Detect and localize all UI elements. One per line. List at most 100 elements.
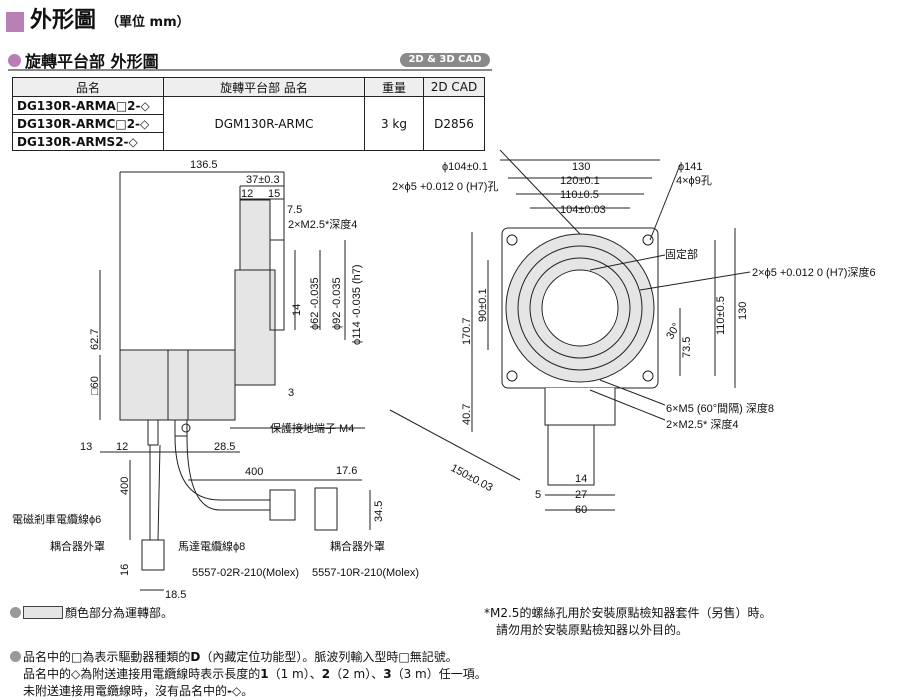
dim-text: 73.5: [681, 337, 693, 358]
turntable-bore: [541, 269, 619, 347]
model-name: DG130R-ARMA□2-◇: [12, 96, 164, 115]
dim-text: 13: [80, 441, 92, 453]
dim-text: 136.5: [190, 159, 218, 171]
footnote-line: 品名中的□為表示驅動器種類的D（內藏定位功能型）。脈波列輸入型時□無記號。: [10, 649, 487, 666]
dim-text: 130: [572, 161, 590, 173]
label-text: 耦合器外罩: [50, 539, 105, 553]
motor-cable-stub: [174, 419, 188, 437]
dim-text: 120±0.1: [560, 175, 600, 187]
dim-text: 90±0.1: [477, 288, 489, 322]
dim-text: 5: [535, 489, 541, 501]
dim-text: 2×ϕ5 +0.012 0 (H7)孔: [392, 180, 498, 193]
brake-cable: [149, 444, 161, 541]
mount-hole: [506, 234, 518, 246]
leader-line: [589, 254, 666, 271]
cad-value[interactable]: D2856: [423, 96, 485, 151]
cad-badge[interactable]: 2D & 3D CAD: [400, 53, 490, 67]
dim-text: 6×M5 (60°間隔) 深度8: [666, 401, 774, 415]
mount-hole: [642, 234, 654, 246]
dim-text: ϕ141: [678, 161, 703, 173]
leader-line: [639, 271, 751, 291]
motor-connector: [269, 489, 296, 521]
color-note-text: 顏色部分為運轉部。: [65, 606, 174, 620]
dim-text: 2×M2.5*深度4: [288, 217, 357, 231]
dim-text: 7.5: [287, 204, 302, 216]
label-text: 5557-10R-210(Molex): [312, 567, 419, 579]
dim-text: 40.7: [461, 404, 473, 425]
dim-text: ϕ104±0.1: [442, 161, 488, 173]
leader-line: [499, 149, 581, 235]
ground-terminal: [181, 423, 191, 433]
motor-cable: [174, 435, 270, 501]
table-top: [239, 199, 271, 271]
dim-text: 2×ϕ5 +0.012 0 (H7)深度6: [752, 265, 876, 279]
dim-text: 60: [575, 504, 587, 516]
label-text: 馬達電纜線ϕ8: [178, 539, 245, 553]
dim-text: 150±0.03: [449, 462, 495, 494]
mount-hole: [506, 370, 518, 382]
dim-text: 18.5: [165, 589, 186, 601]
dim-line: [389, 409, 521, 481]
page-header: 外形圖 （單位 mm）: [6, 6, 190, 32]
weight-value: 3 kg: [364, 96, 424, 151]
turntable-ring: [529, 257, 631, 359]
dim-text: 104±0.03: [560, 204, 606, 216]
th-model: 品名: [12, 77, 164, 97]
motor-body: [119, 349, 236, 421]
label-text: 耦合器外罩: [330, 539, 385, 553]
section-title: 旋轉平台部 外形圖: [25, 52, 159, 71]
section-header: 旋轉平台部 外形圖: [8, 48, 159, 72]
dim-text: 12: [116, 441, 128, 453]
dim-text: 14: [575, 473, 587, 485]
color-swatch-icon: [23, 606, 63, 619]
leader-line: [589, 389, 666, 421]
part-name: DGM130R-ARMC: [163, 96, 365, 151]
dim-text: 400: [245, 466, 263, 478]
brake-cable-stub: [147, 419, 159, 446]
dim-text: 12: [241, 188, 253, 200]
header-square-icon: [6, 12, 24, 32]
star-note: *M2.5的螺絲孔用於安裝原點檢知器套件（另售）時。 請勿用於安裝原點檢知器以外…: [484, 605, 771, 639]
star-note-line: *M2.5的螺絲孔用於安裝原點檢知器套件（另售）時。: [484, 606, 772, 620]
color-note: 顏色部分為運轉部。: [10, 605, 173, 622]
motor-mount: [544, 388, 616, 426]
dim-text: 130: [737, 302, 749, 320]
th-cad: 2D CAD: [423, 77, 485, 97]
dim-text: 28.5: [214, 441, 235, 453]
dim-text: 2×M2.5* 深度4: [666, 417, 738, 431]
th-part: 旋轉平台部 品名: [163, 77, 365, 97]
star-note-line: 請勿用於安裝原點檢知器以外目的。: [496, 623, 689, 637]
bullet-icon: [10, 607, 21, 618]
dim-text: 34.5: [373, 501, 385, 522]
footnote-line: 未附送連接用電纜線時，沒有品名中的-◇。: [23, 684, 254, 698]
leader-line: [599, 379, 666, 406]
dim-text: 3: [288, 387, 294, 399]
label-text: 5557-02R-210(Molex): [192, 567, 299, 579]
dim-text: 110±0.5: [560, 189, 599, 201]
mount-hole: [642, 370, 654, 382]
model-name: DG130R-ARMS2-◇: [12, 132, 164, 151]
label-text: 電磁剎車電纜線ϕ6: [12, 512, 101, 526]
dim-text: 14: [291, 304, 303, 316]
dim-text: ϕ62 -0.035: [309, 277, 321, 330]
dim-text: ϕ92 -0.035: [331, 277, 343, 330]
dim-text: 4×ϕ9孔: [676, 174, 712, 187]
dim-text: 37±0.3: [246, 174, 280, 186]
label-text: 保護接地端子 M4: [270, 421, 354, 435]
leader-line: [649, 164, 681, 241]
dim-text: 15: [268, 188, 280, 200]
model-name: DG130R-ARMC□2-◇: [12, 114, 164, 133]
dim-text: 62.7: [89, 329, 101, 350]
dim-text: ϕ114 -0.035 (h7): [351, 264, 363, 345]
footnotes: 品名中的□為表示驅動器種類的D（內藏定位功能型）。脈波列輸入型時□無記號。 品名…: [10, 649, 487, 700]
dim-text: 27: [575, 489, 587, 501]
bullet-icon: [10, 651, 21, 662]
th-weight: 重量: [364, 77, 424, 97]
section-dot-icon: [8, 53, 21, 67]
turntable-ring: [517, 245, 643, 371]
brake-connector: [141, 539, 165, 571]
dim-text: 400: [119, 477, 131, 495]
dim-text: 16: [119, 564, 131, 576]
table-flange: [234, 269, 276, 386]
